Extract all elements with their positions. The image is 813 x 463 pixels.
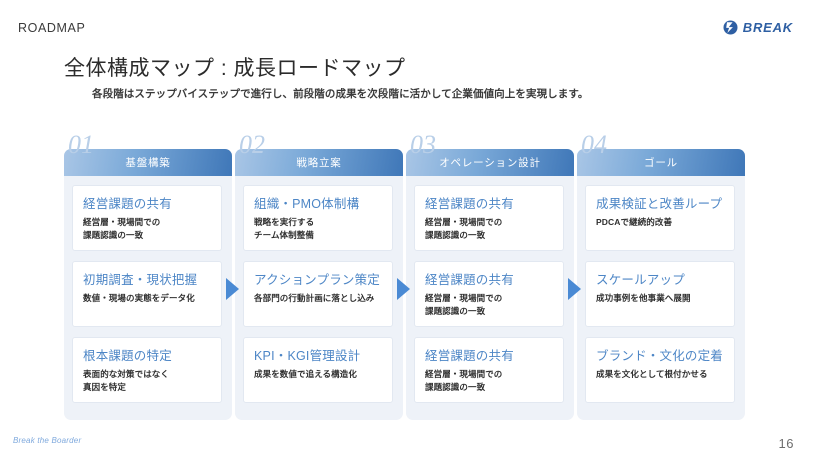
- stage-header-label: オペレーション設計: [439, 157, 541, 169]
- card-description: PDCAで継続的改善: [596, 217, 673, 228]
- stage-card[interactable]: 組織・PMO体制構 戦略を実行する チーム体制整備: [243, 185, 393, 251]
- break-logo-icon: [723, 20, 738, 35]
- stage-arrow-icon: [568, 278, 581, 300]
- card-description: 成功事例を他事業へ展開: [596, 293, 691, 304]
- card-description: 各部門の行動計画に落とし込み: [254, 293, 375, 304]
- roadmap-stage-4[interactable]: 04 ゴール 成果検証と改善ループ PDCAで継続的改善 スケールアップ 成功事…: [577, 130, 745, 420]
- page-title: 全体構成マップ : 成長ロードマップ: [64, 57, 406, 80]
- stage-arrow-icon: [397, 278, 410, 300]
- card-title: 根本課題の特定: [83, 349, 172, 363]
- stage-card-list: 組織・PMO体制構 戦略を実行する チーム体制整備 アクションプラン策定 各部門…: [243, 185, 395, 413]
- page-number: 16: [778, 436, 794, 451]
- card-description: 表面的な対策ではなく 真因を特定: [83, 369, 170, 393]
- stage-card[interactable]: 経営課題の共有 経営層・現場間での 課題認識の一致: [414, 185, 564, 251]
- stage-header-label: 基盤構築: [125, 157, 171, 169]
- stage-card[interactable]: ブランド・文化の定着 成果を文化として根付かせる: [585, 337, 735, 403]
- stage-card-list: 経営課題の共有 経営層・現場間での 課題認識の一致 初期調査・現状把握 数値・現…: [72, 185, 224, 413]
- card-title: 組織・PMO体制構: [254, 197, 360, 211]
- slide-header: ROADMAP BREAK: [0, 0, 813, 46]
- footer-tagline: Break the Boarder: [13, 436, 82, 445]
- card-title: 初期調査・現状把握: [83, 273, 198, 287]
- roadmap-container: 01 基盤構築 経営課題の共有 経営層・現場間での 課題認識の一致 初期調査・現…: [64, 130, 764, 424]
- roadmap-stage-3[interactable]: 03 オペレーション設計 経営課題の共有 経営層・現場間での 課題認識の一致 経…: [406, 130, 574, 420]
- title-block: 全体構成マップ : 成長ロードマップ 各段階はステップバイステップで進行し、前段…: [64, 56, 764, 101]
- stage-number: 04: [581, 130, 607, 159]
- stage-card[interactable]: KPI・KGI管理設計 成果を数値で追える構造化: [243, 337, 393, 403]
- card-description: 経営層・現場間での 課題認識の一致: [425, 217, 503, 241]
- card-title: 成果検証と改善ループ: [596, 197, 723, 211]
- brand-name: BREAK: [742, 20, 793, 35]
- stage-card[interactable]: 経営課題の共有 経営層・現場間での 課題認識の一致: [414, 337, 564, 403]
- card-title: ブランド・文化の定着: [596, 349, 724, 363]
- stage-card[interactable]: 初期調査・現状把握 数値・現場の実態をデータ化: [72, 261, 222, 327]
- card-description: 経営層・現場間での 課題認識の一致: [83, 217, 161, 241]
- card-description: 数値・現場の実態をデータ化: [83, 293, 195, 304]
- stage-header-bar: 戦略立案: [235, 149, 403, 176]
- card-description: 経営層・現場間での 課題認識の一致: [425, 293, 503, 317]
- brand-lockup: BREAK: [723, 20, 793, 35]
- card-title: スケールアップ: [596, 273, 685, 287]
- card-title: 経営課題の共有: [83, 197, 172, 211]
- card-title: アクションプラン策定: [254, 273, 381, 287]
- stage-card[interactable]: 経営課題の共有 経営層・現場間での 課題認識の一致: [414, 261, 564, 327]
- stage-number: 02: [239, 130, 265, 159]
- stage-card-list: 経営課題の共有 経営層・現場間での 課題認識の一致 経営課題の共有 経営層・現場…: [414, 185, 566, 413]
- stage-card[interactable]: 成果検証と改善ループ PDCAで継続的改善: [585, 185, 735, 251]
- stage-header-bar: ゴール: [577, 149, 745, 176]
- stage-card[interactable]: アクションプラン策定 各部門の行動計画に落とし込み: [243, 261, 393, 327]
- roadmap-stage-1[interactable]: 01 基盤構築 経営課題の共有 経営層・現場間での 課題認識の一致 初期調査・現…: [64, 130, 232, 420]
- card-description: 経営層・現場間での 課題認識の一致: [425, 369, 503, 393]
- stage-header-label: 戦略立案: [296, 157, 342, 169]
- stage-arrow-icon: [226, 278, 239, 300]
- stage-header-label: ゴール: [644, 157, 678, 169]
- stage-card-list: 成果検証と改善ループ PDCAで継続的改善 スケールアップ 成功事例を他事業へ展…: [585, 185, 737, 413]
- card-description: 戦略を実行する チーム体制整備: [254, 217, 315, 241]
- card-title: 経営課題の共有: [425, 349, 514, 363]
- stage-number: 01: [68, 130, 94, 159]
- roadmap-stage-2[interactable]: 02 戦略立案 組織・PMO体制構 戦略を実行する チーム体制整備 アクションプ…: [235, 130, 403, 420]
- card-title: 経営課題の共有: [425, 197, 514, 211]
- stage-number: 03: [410, 130, 436, 159]
- page-subtitle: 各段階はステップバイステップで進行し、前段階の成果を次段階に活かして企業価値向上…: [92, 88, 589, 101]
- stage-card[interactable]: 経営課題の共有 経営層・現場間での 課題認識の一致: [72, 185, 222, 251]
- stage-card[interactable]: スケールアップ 成功事例を他事業へ展開: [585, 261, 735, 327]
- card-title: KPI・KGI管理設計: [254, 349, 361, 363]
- stage-header-bar: オペレーション設計: [406, 149, 574, 176]
- stage-card[interactable]: 根本課題の特定 表面的な対策ではなく 真因を特定: [72, 337, 222, 403]
- card-title: 経営課題の共有: [425, 273, 514, 287]
- card-description: 成果を文化として根付かせる: [596, 369, 708, 380]
- stage-header-bar: 基盤構築: [64, 149, 232, 176]
- slide-eyebrow-label: ROADMAP: [18, 21, 86, 35]
- card-description: 成果を数値で追える構造化: [254, 369, 357, 380]
